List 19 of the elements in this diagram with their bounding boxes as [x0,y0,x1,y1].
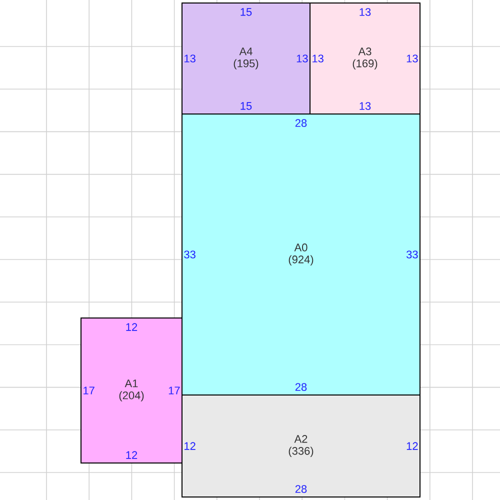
dimension-label: 12 [406,442,418,450]
dimension-label: 13 [296,54,308,62]
dimension-label: 12 [126,451,138,459]
dimension-label: 17 [84,386,94,394]
dimension-label: 15 [240,102,252,110]
dimension-label: 13 [184,54,196,62]
dimension-label: 13 [360,8,371,16]
dimension-label: 13 [360,102,371,110]
dimension-label: 28 [295,119,307,127]
dimension-label: 33 [406,250,418,258]
dimension-label: 28 [295,485,307,493]
dimension-label: 28 [295,383,307,391]
dimension-label: 13 [406,54,418,62]
dimension-label: 17 [168,386,180,394]
dimension-label: 12 [126,323,138,331]
dimension-label: 12 [184,442,196,450]
dimension-label: 13 [312,54,324,62]
dimension-label: 33 [184,250,196,258]
dimension-label: 15 [240,8,252,16]
